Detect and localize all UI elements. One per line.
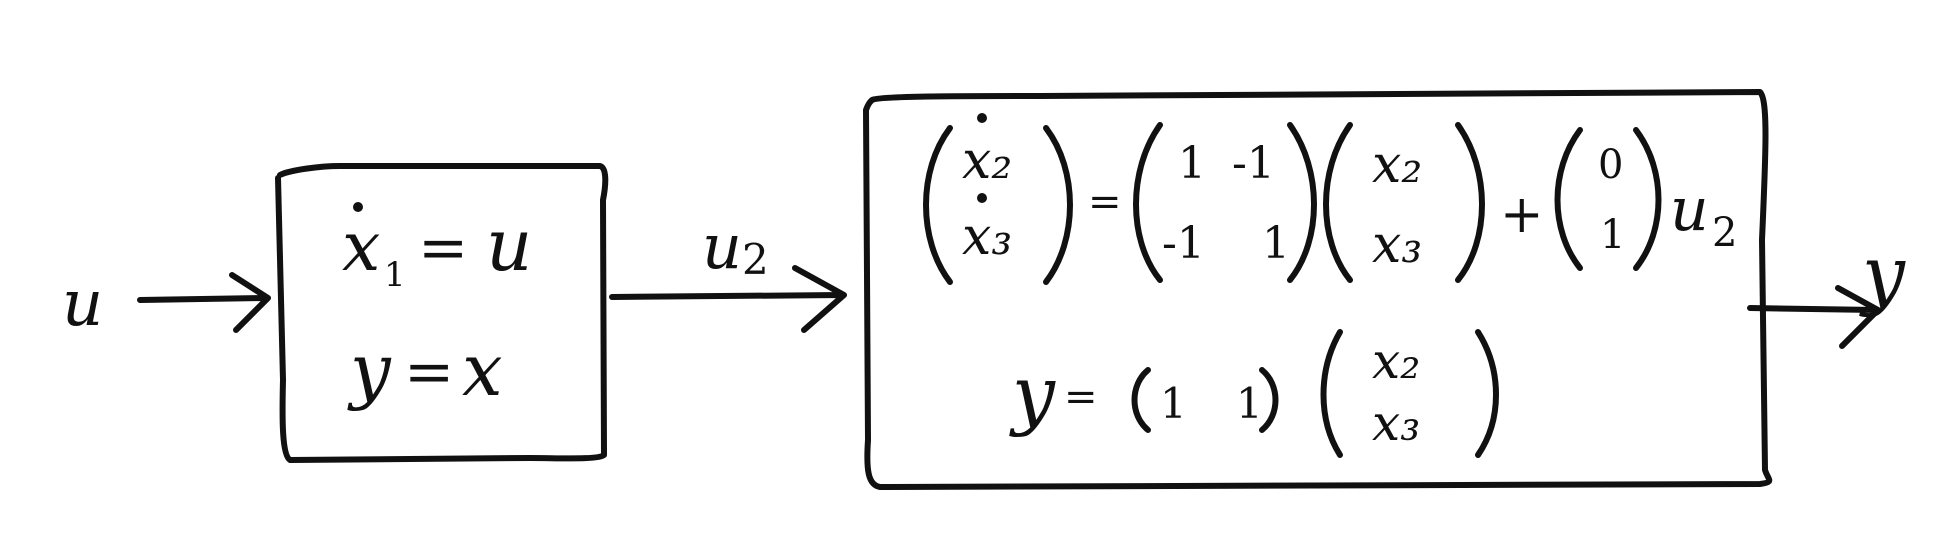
block1-out-var: y [347,328,392,412]
output-equation: y = 1 1 x₂ x₃ [1009,329,1499,458]
x-vector-entry: x₂ [1372,135,1422,195]
output-label: y [1859,229,1906,318]
paren-right [1287,122,1317,283]
A-matrix-entry: -1 [1232,138,1275,189]
B-vector-entry: 0 [1598,142,1623,188]
A-matrix-entry: -1 [1162,218,1205,269]
block1-output-equation: y = x [347,328,503,412]
block1-state-equation: x 1 = u [342,202,532,295]
intermediate-label-sub: 2 [742,235,769,284]
C-row-entry: 1 [1236,379,1263,428]
output-eq-equals: = [1064,374,1098,420]
derivative-dot [977,193,987,203]
state-eq-plus: + [1500,185,1544,245]
output-arrow [1747,285,1881,349]
state-vector-entry: x₃ [962,207,1012,267]
paren-right [1043,125,1073,285]
paren-right [1633,127,1662,271]
input-label: u [62,267,103,341]
block1-border [275,163,609,463]
input-arrow [137,272,271,333]
A-matrix-entry: 1 [1178,138,1206,189]
paren-left [1131,367,1151,433]
output-var: y [1009,349,1056,438]
paren-left [923,125,953,285]
block1-eq1-rhs: u [486,203,532,287]
input-u2-sub: 2 [1712,210,1737,256]
x-vector-entry: x₃ [1372,215,1422,275]
state-eq-equals: = [1088,179,1122,225]
block1-eq1-equals: = [418,213,468,283]
block1-state-sub: 1 [384,255,406,295]
block1-eq2-rhs: x [462,328,503,412]
derivative-dot [977,113,987,123]
paren-right [1259,367,1279,433]
paren-left [1133,122,1163,283]
output-vector-entry: x₃ [1372,394,1420,452]
C-row-entry: 1 [1160,379,1187,428]
paren-left [1554,127,1583,271]
paren-left [1320,329,1343,458]
derivative-dot [353,202,363,212]
paren-right [1455,122,1485,283]
A-matrix-entry: 1 [1262,218,1290,269]
input-u2-base: u [1670,175,1709,245]
state-vector-entry: x₂ [962,131,1012,191]
block1-eq2-equals: = [404,337,454,407]
intermediate-label-base: u [702,210,742,283]
state-equation: x₂ x₃ = 1 -1 -1 1 x₂ x₃ + 0 1 u 2 [923,113,1737,285]
paren-left [1323,122,1353,283]
intermediate-arrow [609,265,847,333]
B-vector-entry: 1 [1600,212,1625,258]
block2-border [863,89,1773,490]
output-vector-entry: x₂ [1372,332,1420,390]
block1-state-var: x [342,208,380,287]
paren-right [1475,329,1499,458]
